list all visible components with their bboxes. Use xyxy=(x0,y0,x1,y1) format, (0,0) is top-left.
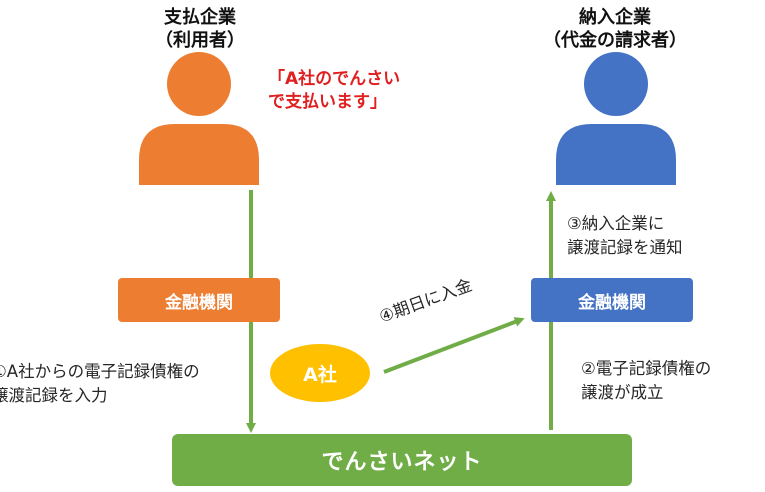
supplier-person-icon xyxy=(552,50,680,185)
a-company-node: A社 xyxy=(270,344,370,402)
step1-text: ①A社からの電子記録債権の 譲渡記録を入力 xyxy=(0,360,200,408)
step3-line2: 譲渡記録を通知 xyxy=(567,238,683,257)
payer-title-line1: 支払企業 xyxy=(164,7,236,28)
step1-line1: ①A社からの電子記録債権の xyxy=(0,362,200,381)
step2-text: ②電子記録債権の 譲渡が成立 xyxy=(581,357,711,405)
supplier-title-line1: 納入企業 xyxy=(579,7,651,28)
step2-line2: 譲渡が成立 xyxy=(581,383,664,402)
payment-quote: 「A社のでんさい で支払います」 xyxy=(268,68,400,114)
supplier-title-line2: （代金の請求者） xyxy=(543,30,687,51)
step3-line1: ③納入企業に xyxy=(567,214,665,233)
payment-quote-line1: 「A社のでんさい xyxy=(268,69,401,89)
bank-right: 金融機関 xyxy=(531,278,693,322)
payer-title: 支払企業 （利用者） xyxy=(120,6,280,52)
densai-network-bar: でんさいネット xyxy=(172,434,632,486)
step2-line1: ②電子記録債権の xyxy=(581,359,712,378)
payer-person-icon xyxy=(135,50,263,185)
supplier-title: 納入企業 （代金の請求者） xyxy=(520,6,710,52)
bank-left: 金融機関 xyxy=(118,278,280,322)
payment-quote-line2: で支払います」 xyxy=(268,92,387,112)
arrow-a-company-to-bank xyxy=(383,317,525,374)
step3-text: ③納入企業に 譲渡記録を通知 xyxy=(567,212,683,260)
payer-title-line2: （利用者） xyxy=(155,30,245,51)
step1-line2: 譲渡記録を入力 xyxy=(0,386,108,405)
